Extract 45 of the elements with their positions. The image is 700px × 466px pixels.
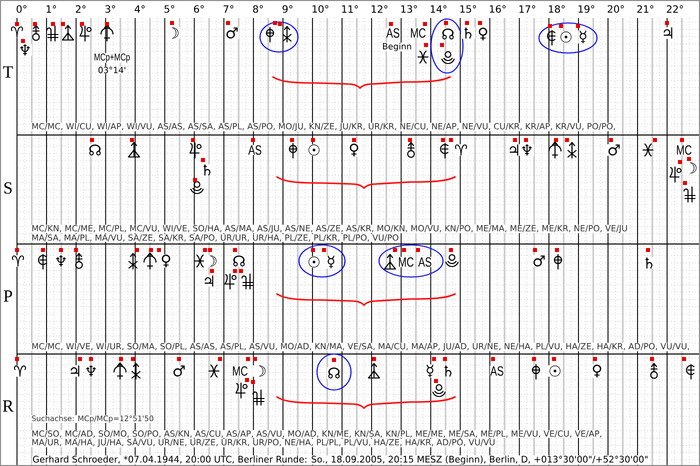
abbreviation-label: MC	[410, 28, 426, 38]
degree-label: 17°	[518, 5, 536, 14]
degree-label: 8°	[252, 4, 264, 14]
midpoint-list: MA/UR, MA/HA, JU/HA, SA/VU, UR/NE, UR/ZE, UR/KR, UR/PO, NE/HA, PL/PL, PL/VU, HA/ZE, HA/KR, AD/PO, VU/VU	[31, 438, 496, 448]
degree-label: 18°	[548, 4, 566, 14]
degree-label: 4°	[134, 5, 146, 14]
degree-label: 5°	[163, 4, 176, 14]
midpoint-list: MC/SO, MC/AD, SO/MO, SO/PO, AS/KN, AS/CU, AS/AP, AS/VU, MO/AD, KN/ME, KN/SA, KN/PL, ME/ME, ME/SA, ME/PL, ME/VU, VE/CU, VE/AP,	[31, 430, 602, 438]
degree-label: 15°	[458, 4, 478, 14]
row-letter: T	[2, 66, 14, 78]
degree-label: 22°	[666, 5, 684, 14]
midpoint-list: MC/MC, WI/CU, WI/AP, WI/VU, AS/AS, AS/SA, AS/PL, AS/PO, MO/JU, KN/ZE, JU/KR, UR/KR, NE/CU, NE/AP, NE/VU, CU/KR, KR/AP, KR/VU, PO/PO,	[31, 122, 616, 132]
abbreviation-label: MC	[398, 256, 414, 268]
degree-label: 14°	[429, 5, 448, 14]
row-letter: S	[2, 182, 14, 194]
abbreviation-label: MC	[676, 144, 692, 156]
degree-label: 0°	[16, 4, 28, 14]
abbreviation-label: AS	[386, 28, 400, 38]
footer-text: Gerhard Schroeder, *07.04.1944, 20:00 UTC, Berliner Runde: So., 18.09.2005, 20:15 MESZ (Beginn), Berlin, D, +013°30'00"/+52°30'00"	[32, 455, 649, 465]
degree-label: 2°	[74, 5, 87, 14]
degree-label: 1°	[45, 5, 58, 14]
note-text: 03°14'	[98, 66, 126, 74]
abbreviation-label: AS	[418, 256, 432, 268]
abbreviation-label: AS	[248, 144, 262, 156]
degree-label: 10°	[311, 4, 330, 14]
degree-label: 11°	[340, 5, 360, 14]
degree-label: 12°	[370, 5, 389, 14]
abbreviation-label: AS	[490, 366, 504, 376]
degree-label: 6°	[193, 4, 205, 14]
degree-label: 16°	[488, 4, 507, 14]
degree-label: 19°	[577, 4, 596, 14]
row-letter: R	[2, 400, 14, 412]
midpoint-list: MC/KN, MC/ME, MC/PL, MC/VU, WI/VE, SO/HA, AS/MA, AS/JU, AS/NE, AS/ZE, AS/KR, MO/KN, MO/VU, KN/PO, ME/MA, ME/ZE, ME/KR, NE/PO, VE/JU	[31, 224, 628, 234]
degree-label: 9°	[282, 4, 294, 14]
midpoint-list: MC/MC, WI/VE, WI/UR, SO/MA, SO/PL, AS/AS, AS/PL, AS/VU, MO/AD, KN/MA, VE/SA, MA/CU, MA/AP, JU/AD, UR/NE, NE/HA, PL/VU, HA/ZE, HA/KR, AD/PO, VU/VU,	[31, 342, 690, 352]
degree-label: 20°	[606, 4, 626, 14]
degree-label: 3°	[104, 4, 116, 14]
row-letter: P	[2, 290, 14, 302]
abbreviation-label: MC	[232, 366, 248, 376]
degree-label: 13°	[400, 4, 418, 14]
note-text: MCp+MCp	[94, 53, 130, 63]
degree-label: 7°	[222, 5, 235, 14]
note-text: Beginn	[382, 42, 412, 52]
degree-label: 21°	[636, 5, 655, 14]
midpoint-list: MA/SA, MA/PL, MA/VU, SA/ZE, SA/KR, SA/PO, UR/UR, UR/HA, PL/ZE, PL/KR, PL/PO, VU/PO	[31, 234, 400, 242]
